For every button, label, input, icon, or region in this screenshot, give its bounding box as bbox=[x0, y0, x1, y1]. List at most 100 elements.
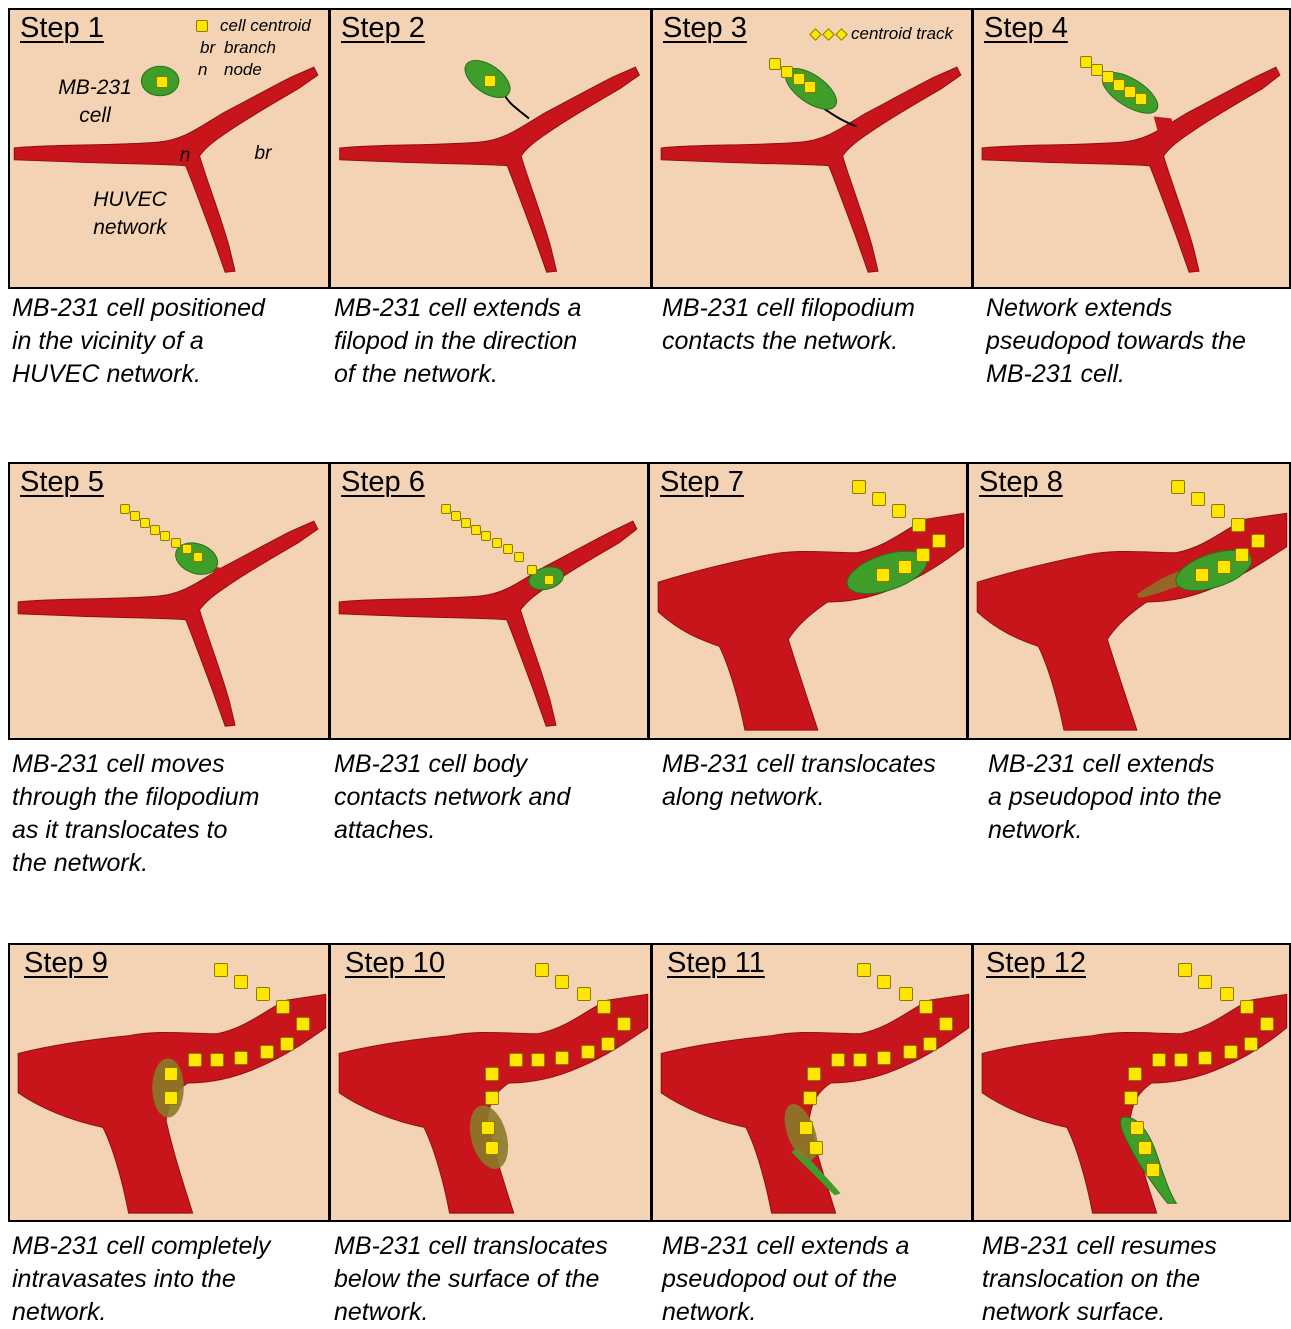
step-caption: MB-231 cell resumes translocation on the… bbox=[982, 1230, 1287, 1329]
huvec-network bbox=[340, 67, 640, 272]
step-caption: MB-231 cell extends a pseudopod out of t… bbox=[662, 1230, 972, 1329]
centroid-marker bbox=[601, 1037, 615, 1051]
centroid-marker bbox=[799, 1121, 813, 1135]
centroid-marker bbox=[555, 975, 569, 989]
step-title: Step 8 bbox=[979, 466, 1063, 499]
network-diagram-10 bbox=[331, 945, 650, 1220]
centroid-marker bbox=[156, 76, 168, 88]
network-diagram-4 bbox=[974, 10, 1289, 287]
centroid-marker bbox=[296, 1017, 310, 1031]
centroid-marker bbox=[899, 987, 913, 1001]
centroid-marker bbox=[912, 518, 926, 532]
legend-branch-abbr: br bbox=[200, 38, 215, 58]
centroid-marker bbox=[484, 75, 496, 87]
centroid-marker bbox=[923, 1037, 937, 1051]
step-title: Step 12 bbox=[986, 947, 1086, 980]
step-panel-4: Step 4 bbox=[972, 8, 1291, 289]
centroid-marker bbox=[164, 1067, 178, 1081]
legend-centroid-label: cell centroid bbox=[220, 16, 311, 36]
centroid-marker bbox=[234, 1051, 248, 1065]
centroid-marker bbox=[804, 81, 816, 93]
huvec-network bbox=[658, 513, 964, 730]
centroid-marker bbox=[531, 1053, 545, 1067]
centroid-marker bbox=[853, 1053, 867, 1067]
centroid-marker bbox=[581, 1045, 595, 1059]
centroid-marker bbox=[876, 568, 890, 582]
centroid-marker bbox=[276, 1000, 290, 1014]
centroid-marker bbox=[903, 1045, 917, 1059]
centroid-marker bbox=[831, 1053, 845, 1067]
centroid-marker bbox=[1240, 1000, 1254, 1014]
centroid-marker bbox=[577, 987, 591, 1001]
network-diagram-6 bbox=[331, 464, 647, 738]
centroid-marker bbox=[481, 1121, 495, 1135]
cell-label: MB-231 cell bbox=[50, 74, 140, 130]
centroid-marker bbox=[877, 1051, 891, 1065]
step-panel-6: Step 6 bbox=[329, 462, 649, 740]
centroid-marker bbox=[485, 1067, 499, 1081]
centroid-marker bbox=[1251, 534, 1265, 548]
centroid-marker bbox=[130, 511, 140, 521]
centroid-marker bbox=[535, 963, 549, 977]
centroid-marker bbox=[1198, 1051, 1212, 1065]
centroid-marker bbox=[182, 544, 192, 554]
node-label: n bbox=[170, 142, 200, 170]
centroid-marker bbox=[234, 975, 248, 989]
centroid-marker bbox=[514, 552, 524, 562]
centroid-marker bbox=[597, 1000, 611, 1014]
network-diagram-11 bbox=[653, 945, 971, 1220]
centroid-marker bbox=[441, 504, 451, 514]
centroid-marker bbox=[857, 963, 871, 977]
centroid-marker bbox=[140, 518, 150, 528]
step-caption: MB-231 cell translocates below the surfa… bbox=[334, 1230, 652, 1329]
step-title: Step 6 bbox=[341, 466, 425, 499]
step-title: Step 10 bbox=[345, 947, 445, 980]
centroid-marker bbox=[1128, 1067, 1142, 1081]
centroid-marker bbox=[1195, 568, 1209, 582]
centroid-marker bbox=[171, 538, 181, 548]
centroid-marker bbox=[164, 1091, 178, 1105]
centroid-marker bbox=[769, 58, 781, 70]
network-label: HUVEC network bbox=[80, 186, 180, 242]
filopodium bbox=[503, 93, 529, 119]
centroid-marker bbox=[160, 531, 170, 541]
step-panel-3: Step 3 centroid track bbox=[651, 8, 973, 289]
centroid-marker bbox=[485, 1091, 499, 1105]
centroid-marker bbox=[1138, 1141, 1152, 1155]
centroid-marker bbox=[1135, 93, 1147, 105]
step-title: Step 2 bbox=[341, 12, 425, 45]
centroid-marker bbox=[898, 560, 912, 574]
step-caption: MB-231 cell extends a pseudopod into the… bbox=[988, 748, 1288, 847]
centroid-marker bbox=[617, 1017, 631, 1031]
centroid-marker bbox=[1211, 504, 1225, 518]
centroid-marker bbox=[481, 531, 491, 541]
centroid-marker bbox=[492, 538, 502, 548]
centroid-marker bbox=[451, 511, 461, 521]
centroid-marker bbox=[214, 963, 228, 977]
step-title: Step 11 bbox=[667, 947, 765, 980]
centroid-marker bbox=[280, 1037, 294, 1051]
legend-node-abbr: n bbox=[198, 60, 207, 80]
step-panel-5: Step 5 bbox=[8, 462, 330, 740]
centroid-marker bbox=[485, 1141, 499, 1155]
centroid-marker bbox=[1191, 492, 1205, 506]
centroid-marker bbox=[1152, 1053, 1166, 1067]
centroid-marker bbox=[509, 1053, 523, 1067]
centroid-marker bbox=[544, 575, 554, 585]
huvec-network bbox=[977, 513, 1286, 730]
centroid-marker bbox=[260, 1045, 274, 1059]
step-title: Step 5 bbox=[20, 466, 104, 499]
network-diagram-2 bbox=[331, 10, 650, 287]
step-panel-10: Step 10 bbox=[329, 943, 652, 1222]
centroid-marker bbox=[188, 1053, 202, 1067]
centroid-marker bbox=[193, 552, 203, 562]
network-diagram-9 bbox=[10, 945, 328, 1220]
centroid-marker bbox=[527, 565, 537, 575]
centroid-marker bbox=[1220, 987, 1234, 1001]
centroid-marker bbox=[1224, 1045, 1238, 1059]
network-diagram-7 bbox=[650, 464, 966, 738]
network-diagram-8 bbox=[969, 464, 1289, 738]
centroid-marker bbox=[1217, 560, 1231, 574]
centroid-marker bbox=[1260, 1017, 1274, 1031]
step-panel-2: Step 2 bbox=[329, 8, 652, 289]
